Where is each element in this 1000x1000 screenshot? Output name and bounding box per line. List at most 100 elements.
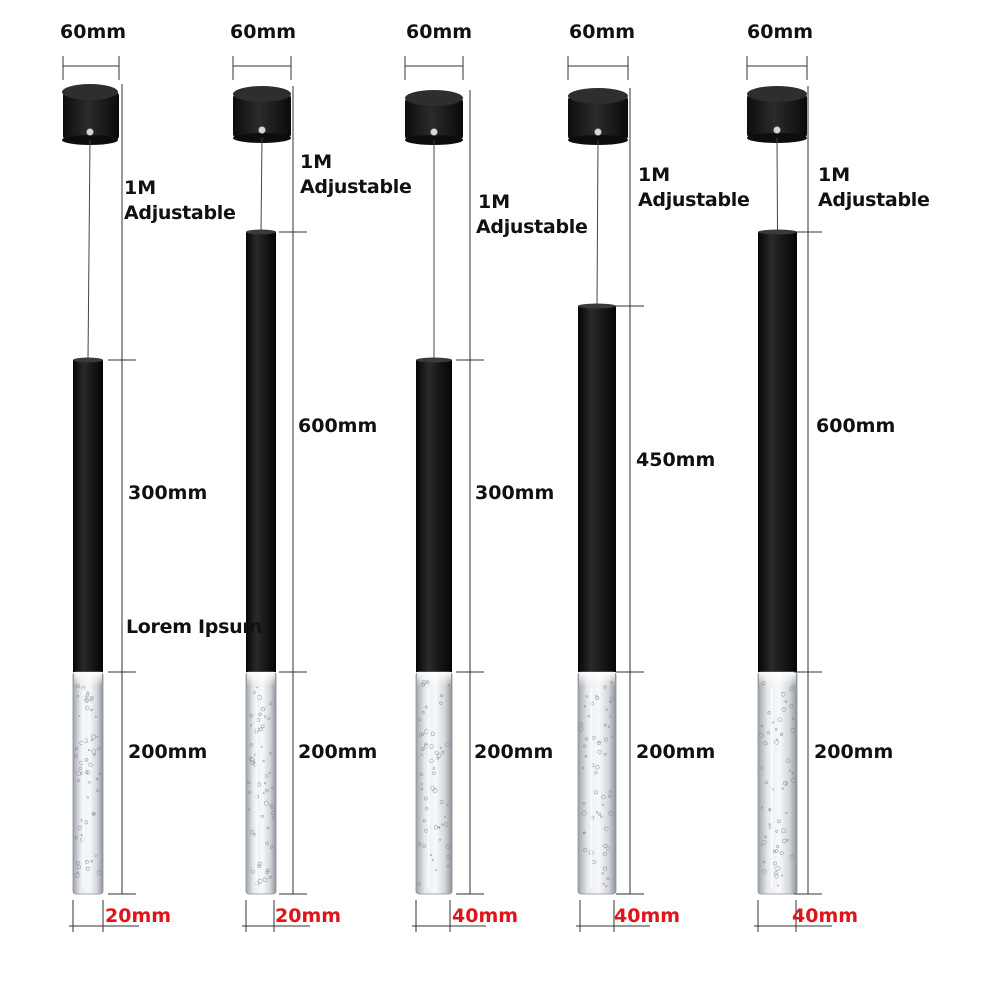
lamp-5-glass-tube bbox=[757, 671, 798, 895]
glass-bubble bbox=[265, 788, 269, 793]
glass-bubble bbox=[265, 774, 269, 778]
glass-bubble bbox=[257, 878, 263, 884]
glass-bubble bbox=[602, 882, 605, 885]
glass-bubble bbox=[603, 826, 609, 832]
glass-bubble bbox=[605, 885, 608, 888]
lamp-3-diameter-label: 40mm bbox=[452, 905, 519, 927]
glass-bubble bbox=[270, 810, 276, 816]
glass-bubble bbox=[441, 750, 445, 754]
glass-bubble bbox=[611, 735, 614, 738]
glass-bubble bbox=[774, 728, 778, 731]
lamp-1-canopy-screw bbox=[86, 128, 94, 136]
glass-bubble bbox=[249, 743, 253, 747]
lamp-1-diameter-label: 20mm bbox=[105, 905, 172, 927]
glass-bubble bbox=[782, 780, 788, 786]
glass-bubble bbox=[94, 854, 98, 857]
glass-bubble bbox=[600, 815, 603, 819]
glass-bubble bbox=[268, 771, 271, 774]
lamp-2 bbox=[232, 56, 310, 932]
glass-bubble bbox=[583, 744, 587, 748]
glass-bubble bbox=[96, 735, 99, 738]
glass-bubble bbox=[269, 702, 273, 706]
glass-bubble bbox=[585, 695, 588, 698]
lamp-1-glass-glow bbox=[74, 672, 102, 686]
glass-bubble bbox=[782, 838, 787, 844]
glass-bubble bbox=[777, 717, 782, 722]
glass-bubble bbox=[269, 803, 273, 807]
glass-bubble bbox=[420, 732, 425, 736]
lamp-3 bbox=[404, 56, 486, 932]
glass-bubble bbox=[76, 694, 80, 698]
glass-bubble bbox=[776, 844, 780, 849]
lamp-5-tube-cap bbox=[758, 229, 797, 235]
glass-bubble bbox=[85, 859, 89, 864]
lamp-5-canopy-screw bbox=[773, 126, 781, 134]
glass-bubble bbox=[786, 758, 791, 763]
glass-bubble bbox=[260, 724, 265, 729]
glass-bubble bbox=[417, 842, 422, 846]
lamp-1-cable-label-line2: Adjustable bbox=[124, 202, 236, 224]
glass-bubble bbox=[77, 825, 82, 830]
glass-bubble bbox=[417, 881, 422, 886]
glass-bubble bbox=[270, 845, 274, 849]
glass-bubble bbox=[604, 737, 609, 742]
lamp-2-cable-label-line1: 1M bbox=[300, 151, 333, 173]
lamp-4-glass-glow bbox=[579, 672, 615, 686]
glass-bubble bbox=[439, 701, 443, 705]
lamp-4-cable-label-line2: Adjustable bbox=[638, 189, 750, 211]
glass-bubble bbox=[96, 789, 100, 793]
glass-bubble bbox=[579, 722, 583, 726]
glass-bubble bbox=[420, 772, 424, 776]
glass-bubble bbox=[75, 747, 79, 751]
glass-bubble bbox=[249, 724, 253, 727]
glass-bubble bbox=[780, 691, 786, 697]
glass-bubble bbox=[595, 811, 599, 814]
lamp-4-canopy bbox=[568, 96, 628, 140]
glass-bubble bbox=[609, 715, 612, 718]
glass-bubble bbox=[435, 869, 438, 872]
lamp-3-body-length-label: 300mm bbox=[475, 482, 555, 504]
glass-bubble bbox=[76, 861, 80, 865]
lamp-5-cable bbox=[776, 137, 778, 233]
glass-bubble bbox=[425, 680, 430, 684]
glass-bubble bbox=[247, 780, 251, 785]
lamp-3-glass-tube bbox=[415, 671, 453, 895]
lamp-2-cable bbox=[260, 137, 263, 233]
lamp-4-canopy-top bbox=[568, 88, 628, 104]
glass-bubble bbox=[605, 846, 611, 851]
glass-bubble bbox=[774, 849, 779, 853]
glass-bubble bbox=[85, 705, 90, 710]
glass-bubble bbox=[90, 738, 94, 742]
lamp-2-canopy bbox=[233, 94, 291, 138]
glass-bubble bbox=[777, 819, 781, 824]
glass-bubble bbox=[790, 728, 796, 733]
glass-bubble bbox=[608, 790, 612, 793]
glass-bubble bbox=[601, 872, 604, 875]
glass-bubble bbox=[446, 854, 451, 859]
glass-bubble bbox=[90, 859, 94, 863]
glass-bubble bbox=[437, 753, 442, 758]
glass-bubble bbox=[602, 851, 608, 857]
lamp-4-body-length-label: 450mm bbox=[636, 449, 716, 471]
glass-bubble bbox=[445, 742, 450, 747]
glass-bubble bbox=[767, 731, 771, 735]
lamp-2-body-tube bbox=[246, 232, 276, 672]
glass-bubble bbox=[268, 875, 272, 879]
lamp-5-cable-label-line2: Adjustable bbox=[818, 189, 930, 211]
glass-bubble bbox=[98, 772, 101, 776]
lamp-3-canopy-top bbox=[405, 90, 463, 106]
lamp-1-body-tube bbox=[73, 360, 103, 672]
lamp-1-canopy bbox=[63, 92, 119, 140]
glass-bubble bbox=[266, 826, 270, 830]
glass-bubble bbox=[578, 726, 584, 732]
glass-bubble bbox=[96, 870, 102, 876]
glass-bubble bbox=[420, 753, 423, 756]
lamp-5-diameter-label: 40mm bbox=[792, 905, 859, 927]
glass-bubble bbox=[609, 696, 615, 702]
glass-bubble bbox=[260, 745, 263, 748]
glass-bubble bbox=[779, 851, 784, 855]
glass-bubble bbox=[606, 876, 610, 881]
lorem-ipsum-overlay: Lorem Ipsum bbox=[126, 616, 262, 638]
glass-bubble bbox=[767, 711, 771, 715]
